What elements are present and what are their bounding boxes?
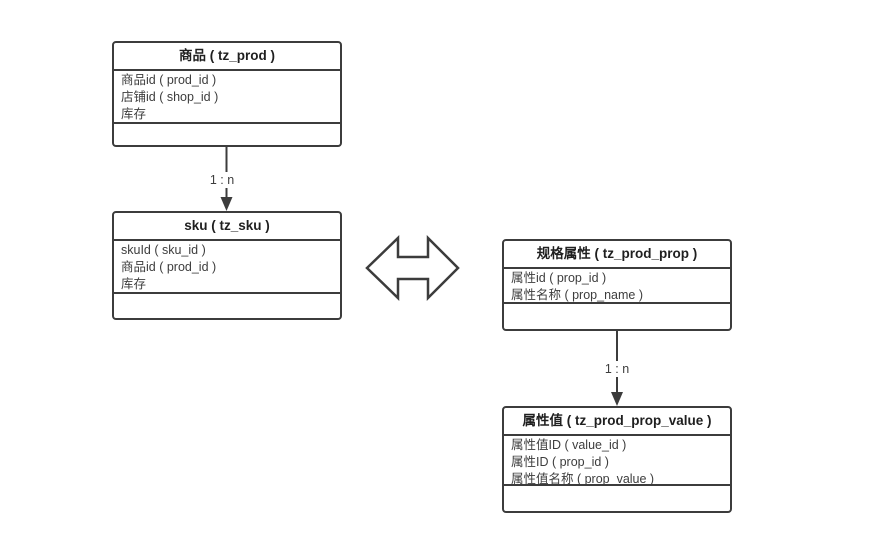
entity-field: 属性id ( prop_id )	[511, 271, 607, 285]
entity-prod-prop-value[interactable]: 属性值 ( tz_prod_prop_value ) 属性值ID ( value…	[502, 406, 732, 513]
entity-field: 商品id ( prod_id )	[121, 260, 217, 274]
entity-field: 库存	[121, 277, 147, 291]
entity-field: 属性名称 ( prop_name )	[511, 288, 643, 302]
entity-prod-prop-fields: 属性id ( prop_id ) 属性名称 ( prop_name )	[504, 269, 730, 304]
entity-prod-prop-value-footer-empty	[504, 486, 730, 511]
entity-prod[interactable]: 商品 ( tz_prod ) 商品id ( prod_id ) 店铺id ( sh…	[112, 41, 342, 147]
entity-field: 商品id ( prod_id )	[121, 73, 217, 87]
arrowhead-down-icon	[220, 197, 233, 211]
entity-field: 属性值ID ( value_id )	[511, 438, 627, 452]
entity-field: 属性值名称 ( prop_value )	[511, 472, 655, 486]
double-arrow-icon	[365, 234, 460, 302]
entity-field: 属性ID ( prop_id )	[511, 455, 609, 469]
entity-field: skuId ( sku_id )	[121, 243, 206, 257]
entity-sku[interactable]: sku ( tz_sku ) skuId ( sku_id ) 商品id ( pr…	[112, 211, 342, 320]
arrowhead-down-icon	[611, 392, 623, 406]
entity-field: 库存	[121, 107, 147, 121]
entity-prod-prop-footer-empty	[504, 304, 730, 329]
entity-prod-footer-empty	[114, 124, 340, 145]
entity-prod-title: 商品 ( tz_prod )	[114, 43, 340, 71]
entity-sku-fields: skuId ( sku_id ) 商品id ( prod_id ) 库存	[114, 241, 340, 294]
entity-sku-title: sku ( tz_sku )	[114, 213, 340, 241]
entity-prod-prop[interactable]: 规格属性 ( tz_prod_prop ) 属性id ( prop_id )属性…	[502, 239, 732, 331]
entity-prod-prop-value-fields: 属性值ID ( value_id ) 属性ID ( prop_id ) 属性值名称 …	[504, 436, 730, 486]
entity-prod-fields: 商品id ( prod_id ) 店铺id ( shop_id ) 库存	[114, 71, 340, 124]
entity-field: 店铺id ( shop_id )	[121, 90, 219, 104]
entity-prod-prop-title: 规格属性 ( tz_prod_prop )	[504, 241, 730, 269]
entity-sku-footer-empty	[114, 294, 340, 318]
cardinality-label-prod-sku: 1 : n	[200, 172, 244, 188]
cardinality-label-prop-value: 1 : n	[595, 361, 639, 377]
entity-prod-prop-value-title: 属性值 ( tz_prod_prop_value )	[504, 408, 730, 436]
